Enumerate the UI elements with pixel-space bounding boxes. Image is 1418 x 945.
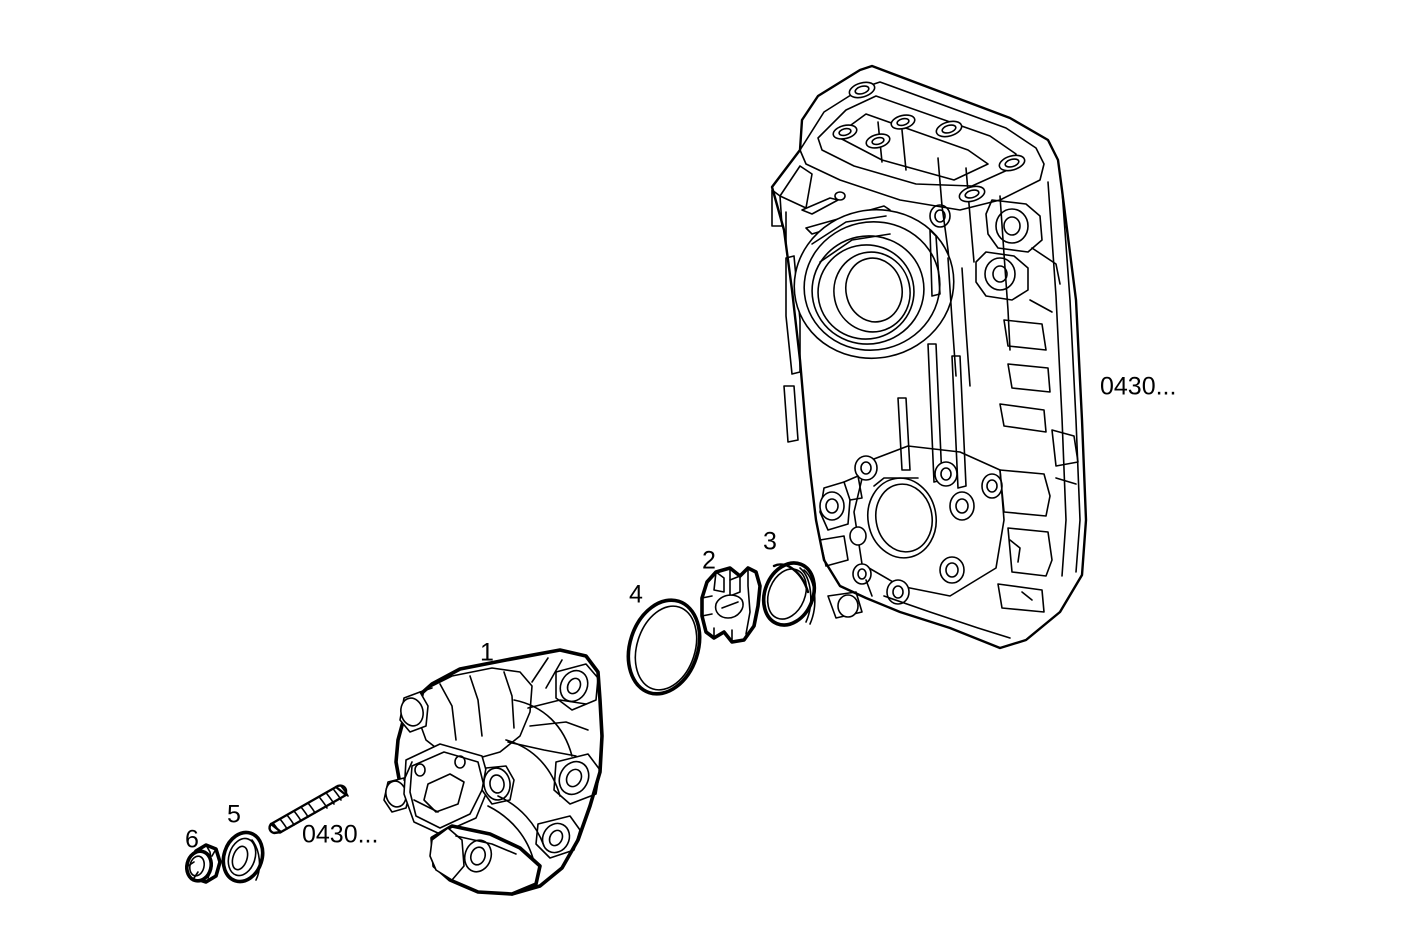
transmission-housing bbox=[770, 64, 1088, 650]
callout-labels: 1 2 3 4 5 6 bbox=[185, 528, 777, 854]
seal-ring-part-3 bbox=[761, 561, 817, 627]
reference-labels: 0430... 0430... bbox=[302, 373, 1176, 849]
housing-pump-aperture bbox=[867, 477, 937, 559]
threaded-stud bbox=[268, 784, 349, 835]
hex-nut-part-6 bbox=[185, 843, 222, 884]
housing-pump-bolt-bosses bbox=[849, 455, 1003, 605]
o-ring-gasket-part-4 bbox=[626, 598, 702, 696]
callout-5: 5 bbox=[227, 801, 241, 829]
washer-part-5 bbox=[221, 830, 265, 884]
callout-6: 6 bbox=[185, 826, 199, 854]
housing-right-bosses bbox=[975, 199, 1061, 313]
callout-2: 2 bbox=[702, 547, 716, 575]
callout-4: 4 bbox=[629, 581, 643, 609]
reference-housing-label: 0430... bbox=[1100, 373, 1176, 401]
callout-1: 1 bbox=[480, 639, 494, 667]
reference-stud-label: 0430... bbox=[302, 821, 378, 849]
coupling-hub-part-2 bbox=[700, 566, 762, 644]
callout-3: 3 bbox=[763, 528, 777, 556]
housing-flange-bolt-holes bbox=[832, 81, 1026, 203]
oil-pump-body-part-1 bbox=[383, 648, 604, 896]
